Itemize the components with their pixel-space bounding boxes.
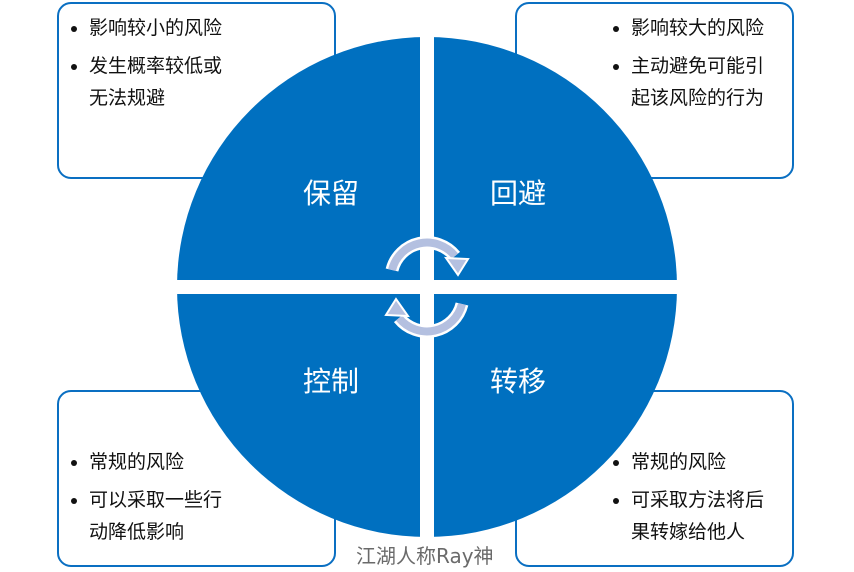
- point: 影响较小的风险: [71, 12, 271, 44]
- label-control: 控制: [303, 365, 360, 398]
- box-avoid: 影响较大的风险 主动避免可能引起该风险的行为: [515, 2, 794, 179]
- cycle-arrow-bottom-icon: [384, 297, 469, 338]
- horizontal-divider: [170, 280, 690, 294]
- label-retain: 保留: [303, 177, 360, 210]
- point: 常规的风险: [613, 446, 783, 478]
- point: 影响较大的风险: [613, 12, 783, 44]
- point: 发生概率较低或无法规避: [71, 50, 227, 114]
- cycle-arrow-top-icon: [385, 236, 470, 277]
- label-transfer: 转移: [490, 365, 547, 398]
- point: 主动避免可能引起该风险的行为: [613, 50, 769, 114]
- watermark: 江湖人称Ray神: [356, 544, 494, 568]
- label-avoid: 回避: [490, 177, 547, 210]
- point: 常规的风险: [71, 446, 271, 478]
- point: 可以采取一些行动降低影响: [71, 484, 227, 548]
- box-control: 常规的风险 可以采取一些行动降低影响: [57, 390, 336, 567]
- point: 可采取方法将后果转嫁给他人: [613, 484, 769, 548]
